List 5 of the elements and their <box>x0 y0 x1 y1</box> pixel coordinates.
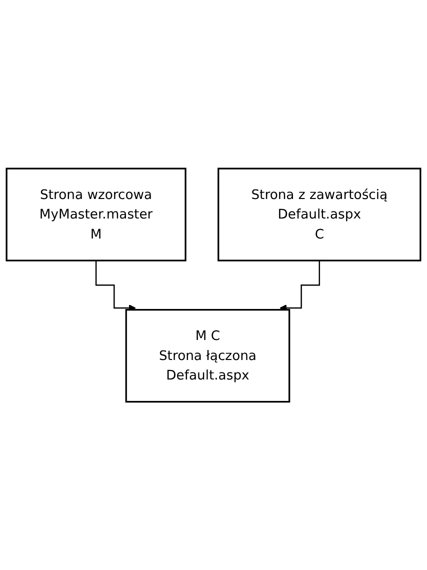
node-box: Strona wzorcowa MyMaster.master M <box>6 168 186 262</box>
node-box: Strona z zawartością Default.aspx C <box>218 168 422 262</box>
arrow <box>280 260 320 312</box>
arrow <box>95 260 136 312</box>
node-box: M C Strona łączona Default.aspx <box>125 308 290 402</box>
